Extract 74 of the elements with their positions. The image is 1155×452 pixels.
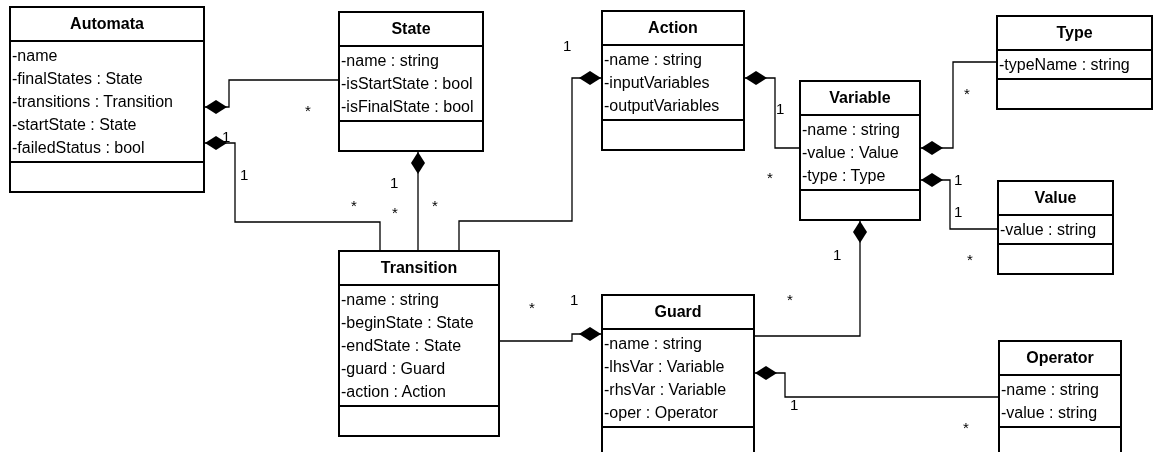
attribute-text: -transitions : Transition (11, 92, 174, 112)
attribute-text: -value : string (1000, 403, 1099, 423)
attribute-text: -name : string (801, 120, 901, 140)
attribute-text: -startState : State (11, 115, 138, 135)
multiplicity-label: 1 (563, 38, 572, 53)
composition-line (204, 136, 381, 251)
attribute-text: -name : string (603, 50, 703, 70)
multiplicity-label: * (432, 198, 438, 213)
class-name: State (391, 20, 431, 38)
multiplicity-label: * (305, 103, 311, 118)
composition-line (754, 366, 999, 398)
attribute-text: -value : Value (801, 143, 900, 163)
composition-line (499, 327, 602, 342)
multiplicity-label: * (787, 292, 793, 307)
attribute-text: -beginState : State (340, 313, 475, 333)
attribute-text: -failedStatus : bool (11, 138, 146, 158)
attribute-text: -typeName : string (998, 55, 1131, 75)
class-name: Guard (654, 303, 702, 321)
class-box (601, 294, 755, 452)
class-box (799, 80, 921, 221)
multiplicity-label: * (392, 205, 398, 220)
attribute-text: -value : string (999, 220, 1098, 240)
composition-line (744, 71, 800, 149)
class-box (9, 6, 205, 193)
multiplicity-label: * (351, 198, 357, 213)
multiplicity-label: * (964, 86, 970, 101)
multiplicity-label: 1 (570, 292, 579, 307)
class-name: Transition (380, 259, 458, 277)
class-name: Action (648, 19, 698, 37)
attribute-text: -guard : Guard (340, 359, 447, 379)
class-box (998, 340, 1122, 452)
attribute-text: -name : string (340, 290, 440, 310)
composition-line (920, 61, 997, 155)
composition-line (458, 71, 602, 251)
attribute-text: -name (11, 46, 59, 66)
class-name: Variable (829, 89, 891, 107)
attribute-text: -outputVariables (603, 96, 721, 116)
multiplicity-label: 1 (776, 101, 785, 116)
attribute-text: -finalStates : State (11, 69, 144, 89)
attribute-text: -isFinalState : bool (340, 97, 475, 117)
attribute-text: -inputVariables (603, 73, 711, 93)
multiplicity-label: 1 (240, 167, 249, 182)
composition-line (920, 173, 998, 230)
class-box (601, 10, 745, 151)
multiplicity-label: 1 (390, 175, 399, 190)
class-name: Type (1056, 24, 1093, 42)
multiplicity-label: * (529, 300, 535, 315)
multiplicity-label: 1 (954, 204, 963, 219)
composition-line (204, 79, 339, 114)
multiplicity-label: 1 (954, 172, 963, 187)
composition-line (411, 151, 425, 251)
class-name: Operator (1026, 349, 1094, 367)
attribute-text: -action : Action (340, 382, 447, 402)
multiplicity-label: * (963, 420, 969, 435)
attribute-text: -isStartState : bool (340, 74, 474, 94)
attribute-text: -endState : State (340, 336, 463, 356)
multiplicity-label: 1 (790, 397, 799, 412)
attribute-text: -name : string (1000, 380, 1100, 400)
class-name: Value (1034, 189, 1077, 207)
multiplicity-label: 1 (833, 247, 842, 262)
multiplicity-label: * (967, 252, 973, 267)
attribute-text: -name : string (340, 51, 440, 71)
class-box (338, 11, 484, 152)
class-box (997, 180, 1114, 275)
class-box (338, 250, 500, 437)
class-box (996, 15, 1153, 110)
attribute-text: -rhsVar : Variable (603, 380, 728, 400)
attribute-text: -lhsVar : Variable (603, 357, 726, 377)
composition-line (754, 220, 867, 337)
attribute-text: -type : Type (801, 166, 887, 186)
attribute-text: -oper : Operator (603, 403, 719, 423)
class-name: Automata (70, 15, 144, 33)
multiplicity-label: * (767, 170, 773, 185)
attribute-text: -name : string (603, 334, 703, 354)
